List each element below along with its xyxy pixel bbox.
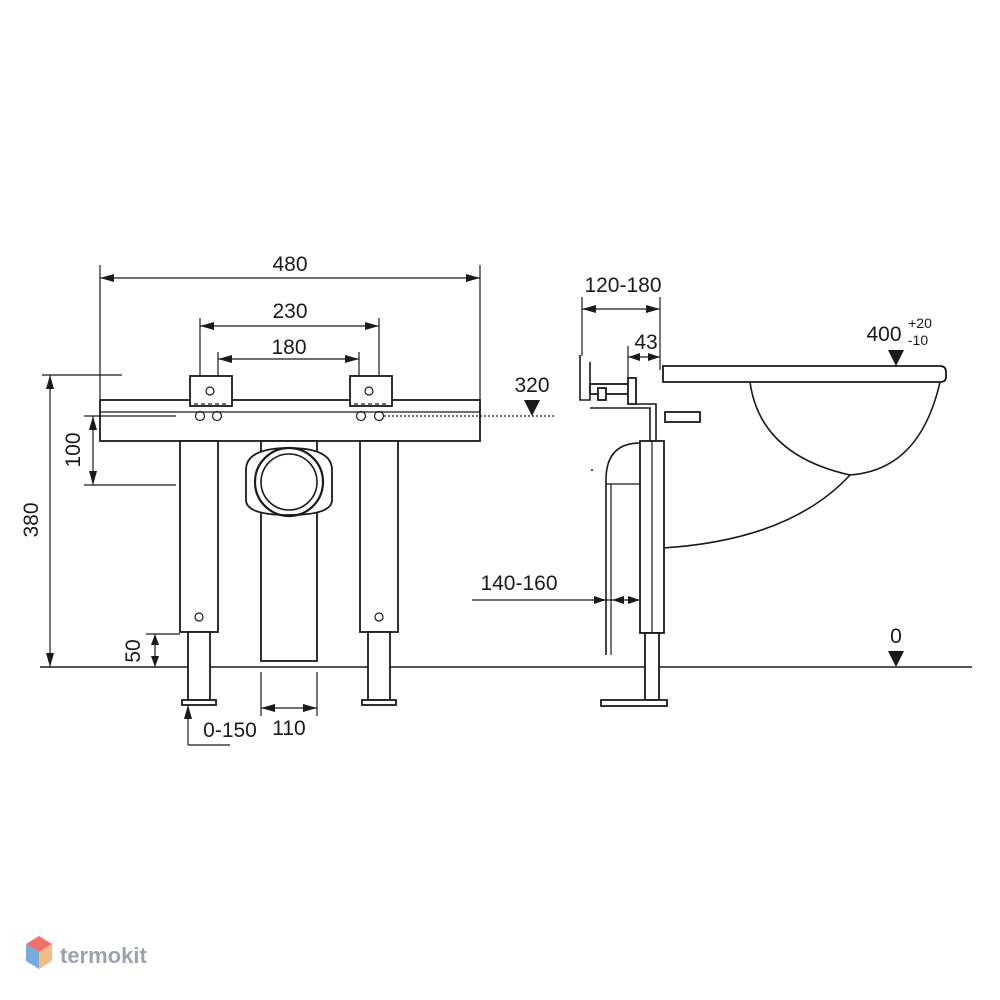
side-foot — [600, 699, 668, 707]
foot-right — [367, 631, 391, 701]
dim-drain-width: 110 — [272, 717, 305, 740]
dim-outlet-height: 320 — [514, 374, 549, 397]
termokit-logo-icon — [26, 936, 52, 969]
dim-frame-band-height: 100 — [62, 432, 85, 467]
dim-foot-height: 50 — [122, 639, 145, 662]
dim-floor-level: 0 — [890, 625, 902, 648]
dim-mount-spacing-inner: 180 — [271, 336, 306, 359]
drain-fitting — [253, 446, 325, 518]
dim-bracket-offset: 43 — [634, 331, 657, 354]
dim-foot-adjust: 0-150 — [203, 719, 257, 742]
top-rail — [99, 399, 481, 442]
dim-basin-height: 400 — [866, 323, 901, 346]
brand-name: termokit — [60, 943, 147, 968]
dim-mount-spacing-outer: 230 — [272, 300, 307, 323]
basin-rim — [662, 365, 947, 383]
mount-bracket-right — [349, 375, 393, 407]
basin-bowl — [749, 381, 941, 476]
mount-bracket-left — [189, 375, 233, 407]
leg-right — [359, 440, 399, 633]
brand-watermark: termokit — [26, 936, 147, 969]
dim-wall-depth: 120-180 — [584, 274, 661, 297]
front-view: 480 230 180 320 100 380 — [20, 253, 556, 746]
leg-left — [179, 440, 219, 633]
dim-pipe-depth: 140-160 — [480, 572, 557, 595]
dim-total-height: 380 — [20, 502, 43, 537]
dim-total-width: 480 — [272, 253, 307, 276]
side-drain-pipe — [605, 442, 641, 655]
foot-left — [187, 631, 211, 701]
dim-basin-tolerance-upper: +20 — [908, 315, 932, 331]
side-view: 120-180 43 400 +20 -10 140-160 0 — [472, 274, 947, 707]
dim-basin-tolerance-lower: -10 — [908, 332, 928, 348]
